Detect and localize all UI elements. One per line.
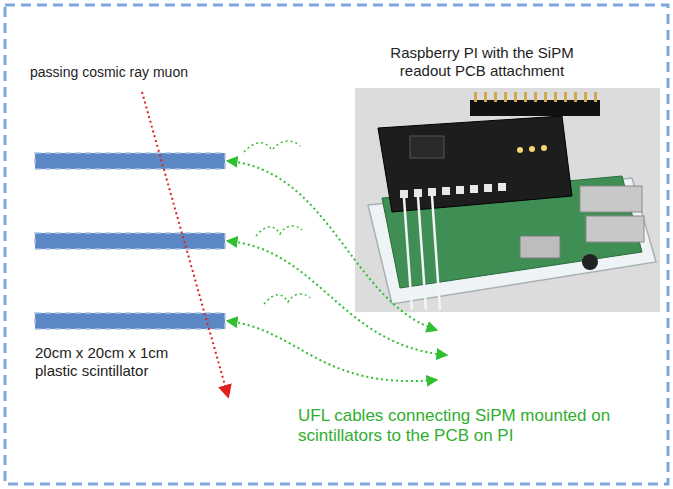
dashed-frame xyxy=(5,5,668,484)
photo-backdrop xyxy=(355,88,660,312)
cable-arrow xyxy=(228,321,436,381)
pin-header xyxy=(470,100,600,116)
raspberry-pi-photo xyxy=(355,88,660,312)
scintillator-bar xyxy=(35,233,225,249)
signal-squiggles xyxy=(244,141,310,304)
hdmi-port xyxy=(520,236,560,258)
header-pins xyxy=(474,92,597,102)
ufl-cables xyxy=(228,161,446,381)
readout-pcb xyxy=(378,116,572,212)
usb-port xyxy=(580,186,642,212)
scintillator-label: 20cm x 20cm x 1cm plastic scintillator xyxy=(35,344,207,380)
ufl-connectors xyxy=(400,183,506,198)
ufl-cable-ends xyxy=(404,196,440,310)
leds xyxy=(517,145,547,153)
cable-arrow xyxy=(228,161,436,330)
chip xyxy=(410,136,444,158)
scintillator-bar xyxy=(35,153,225,169)
scintillator-bar xyxy=(35,313,225,329)
usb-port xyxy=(586,216,644,242)
cable-caption: UFL cables connecting SiPM mounted on sc… xyxy=(298,406,658,447)
pi-title: Raspberry PI with the SiPM readout PCB a… xyxy=(368,44,596,80)
cable-arrow xyxy=(228,241,446,355)
muon-label: passing cosmic ray muon xyxy=(30,64,250,81)
scintillator-bars xyxy=(35,153,225,329)
audio-jack xyxy=(582,254,598,270)
